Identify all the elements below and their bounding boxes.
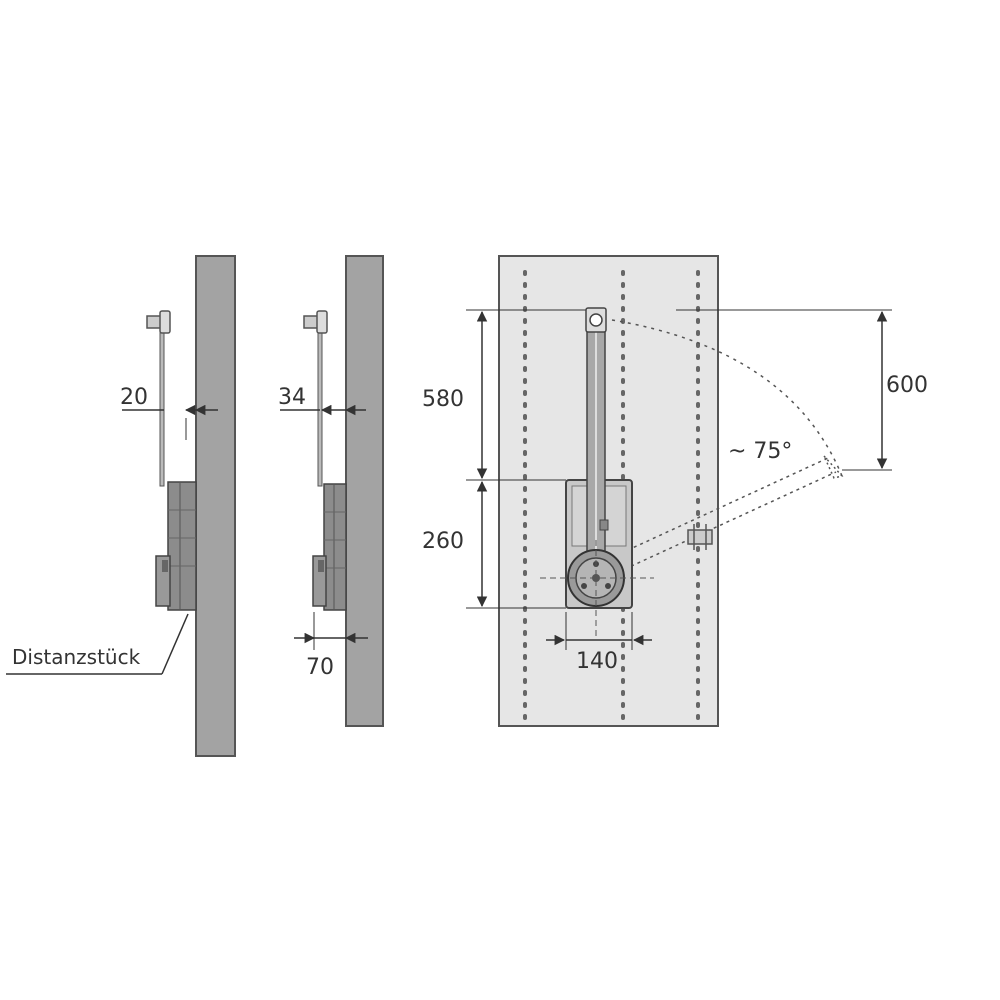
spacer-label: Distanzstück <box>12 645 141 669</box>
dimension-20: 20 <box>120 385 148 410</box>
lift-rod <box>159 325 165 487</box>
cabinet-wall-middle <box>345 255 384 727</box>
rod-connector-knob <box>159 310 171 334</box>
dimension-34: 34 <box>278 385 306 410</box>
dimension-70: 70 <box>306 655 334 680</box>
cabinet-wall-left <box>195 255 236 757</box>
side-view-with-spacer: 20 Distanzstück <box>6 255 236 757</box>
lift-rod <box>317 325 323 487</box>
dimension-260: 260 <box>422 529 464 554</box>
dimension-580: 580 <box>422 387 464 412</box>
lift-housing <box>167 481 197 611</box>
swing-arc <box>611 319 843 477</box>
dimension-140: 140 <box>576 649 618 674</box>
swung-connector <box>687 529 713 545</box>
side-view-direct: 34 70 <box>278 255 384 727</box>
lift-housing <box>323 483 347 611</box>
swing-angle-label: ~ 75° <box>728 439 792 464</box>
rod-connector-knob <box>316 310 328 334</box>
front-view: 580 260 600 140 ~ 75° <box>422 255 928 727</box>
dimension-600: 600 <box>886 373 928 398</box>
